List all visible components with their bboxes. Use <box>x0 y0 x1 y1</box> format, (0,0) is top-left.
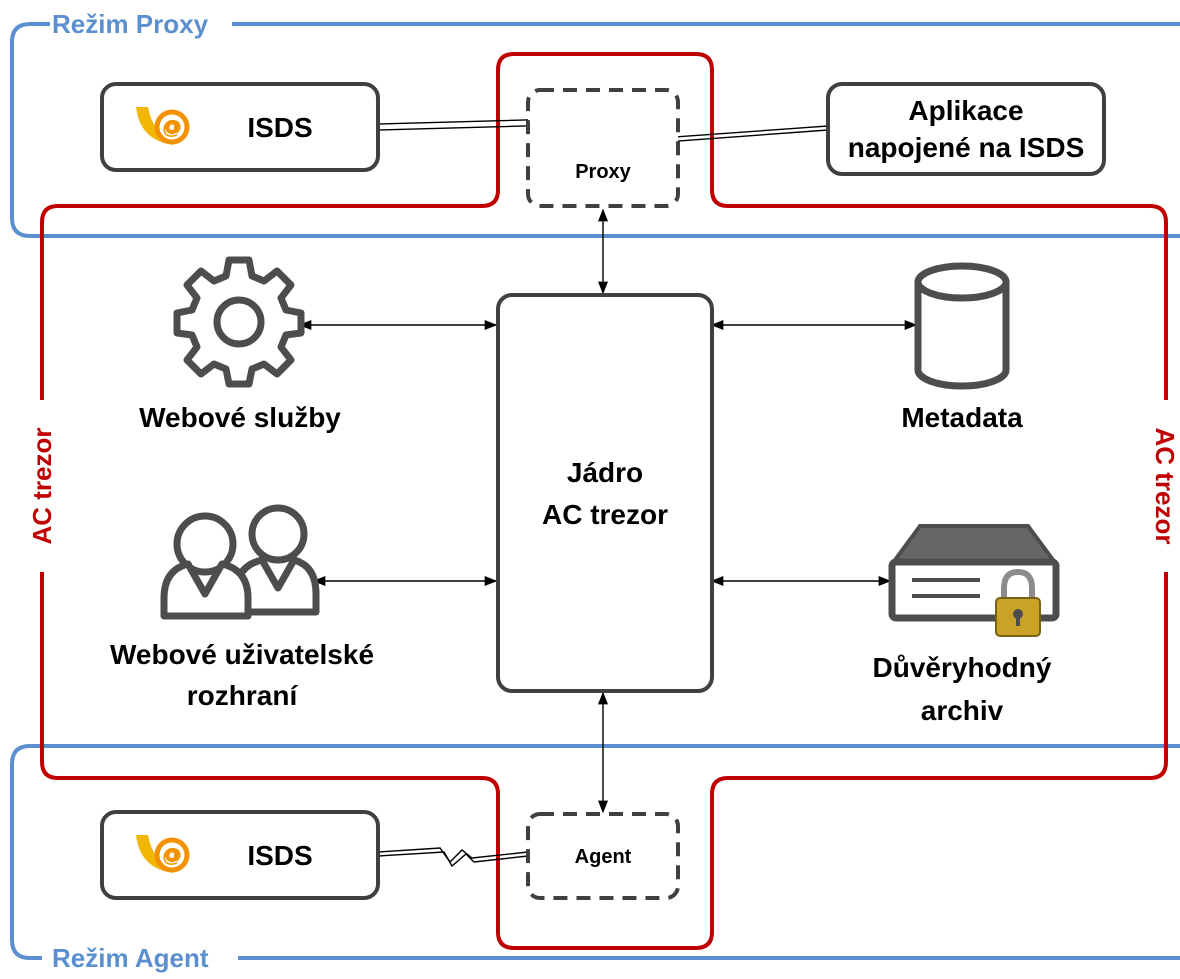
isds-box-agent: @ ISDS <box>100 810 380 900</box>
isds-box-proxy: @ ISDS <box>100 82 380 172</box>
proxy-label: Proxy <box>575 161 631 183</box>
core-label-line2: AC trezor <box>542 499 668 530</box>
agent-mode-label: Režim Agent <box>52 943 209 973</box>
archive: Důvěryhodný archiv <box>873 524 1060 726</box>
core-box: Jádro AC trezor <box>496 293 714 693</box>
proxy-mode-label: Režim Proxy <box>52 9 209 39</box>
agent-box: Agent <box>526 812 680 900</box>
archive-label-line2: archiv <box>921 695 1004 726</box>
apps-label-line1: Aplikace <box>908 95 1023 126</box>
apps-label-line2: napojené na ISDS <box>848 132 1085 163</box>
proxy-box: Proxy <box>526 88 680 208</box>
web-ui: Webové uživatelské rozhraní <box>110 504 374 711</box>
web-services: Webové služby <box>139 256 341 433</box>
vault-frame: AC trezor AC trezor <box>27 52 1180 950</box>
isds-logo-icon: @ <box>136 107 190 145</box>
isds-logo-icon: @ <box>136 835 190 873</box>
isds-agent-label: ISDS <box>247 840 312 871</box>
isds-proxy-label: ISDS <box>247 112 312 143</box>
locked-server-icon <box>888 524 1060 637</box>
metadata: Metadata <box>901 262 1023 433</box>
apps-box: Aplikace napojené na ISDS <box>826 82 1106 176</box>
vault-label-right: AC trezor <box>1150 427 1180 544</box>
proxy-mode-frame: Režim Proxy <box>10 9 1180 238</box>
metadata-label: Metadata <box>901 402 1023 433</box>
web-services-label: Webové služby <box>139 402 341 433</box>
svg-text:@: @ <box>162 117 182 139</box>
vault-label-left: AC trezor <box>27 427 57 544</box>
gear-icon <box>173 256 305 388</box>
archive-label-line1: Důvěryhodný <box>873 652 1052 683</box>
web-ui-label-line2: rozhraní <box>187 680 299 711</box>
users-icon <box>160 504 320 620</box>
agent-label: Agent <box>575 846 632 868</box>
web-ui-label-line1: Webové uživatelské <box>110 639 374 670</box>
agent-isds-link <box>377 847 529 864</box>
agent-mode-frame: Režim Agent <box>10 744 1180 973</box>
database-icon <box>914 262 1010 390</box>
svg-text:@: @ <box>162 845 182 867</box>
core-label-line1: Jádro <box>567 457 643 488</box>
